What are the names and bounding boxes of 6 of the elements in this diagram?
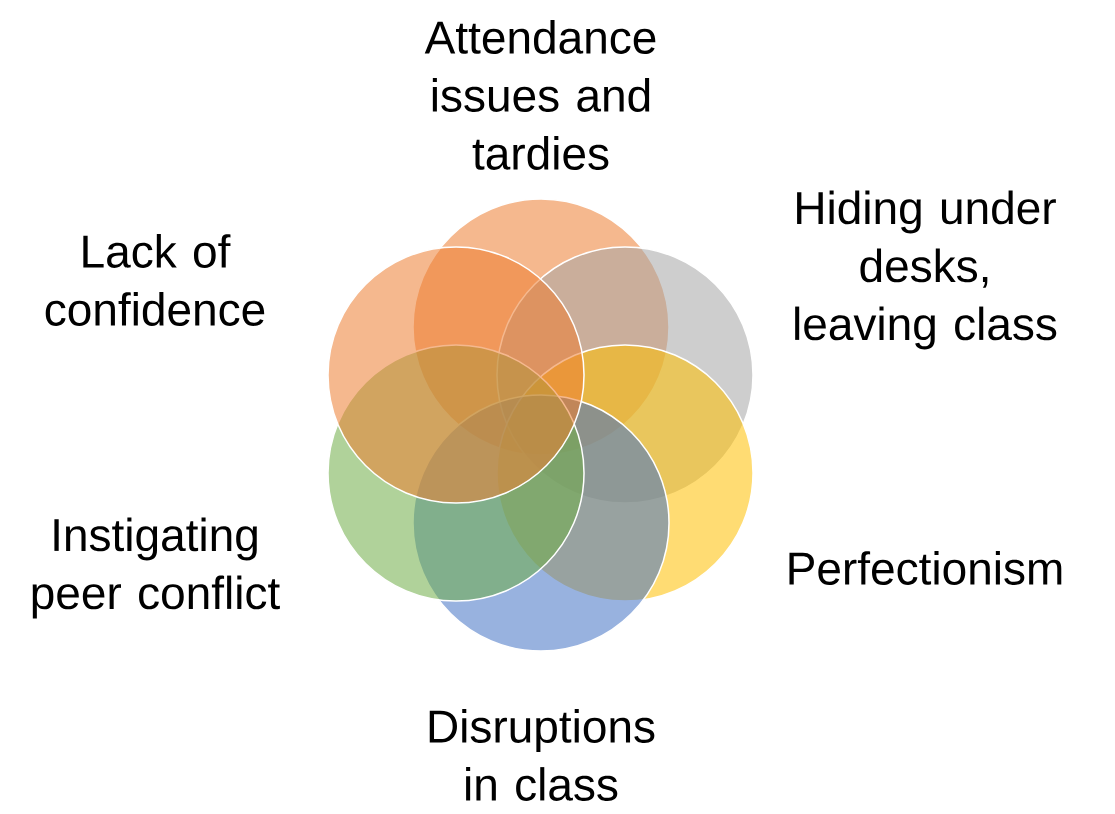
node-label: Hiding under desks, leaving class <box>795 190 1057 350</box>
node-label: Instigating peer conflict <box>32 517 280 619</box>
node-label: Lack of confidence <box>45 234 265 326</box>
node-label: Perfectionism <box>789 551 1062 585</box>
node-label: Disruptions in class <box>429 709 655 801</box>
node-label: Attendance issues and tardies <box>424 20 656 170</box>
